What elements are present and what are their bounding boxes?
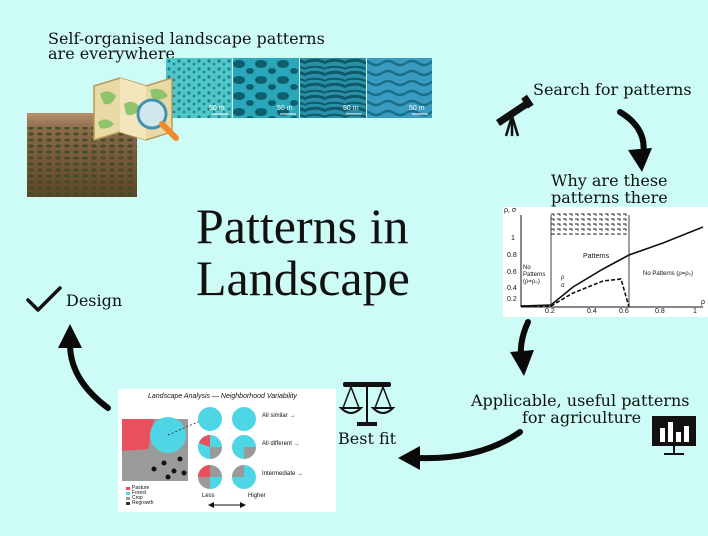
plot-region-mid: Patterns bbox=[583, 253, 610, 260]
bar-chart-icon bbox=[652, 416, 696, 455]
title-line-1: Patterns in bbox=[196, 198, 409, 254]
analysis-label-3: Intermediate → bbox=[262, 471, 304, 477]
design-label: Design bbox=[66, 291, 123, 310]
plot-y-tick-2: 0.8 bbox=[507, 252, 517, 259]
analysis-title: Landscape Analysis — Neighborhood Variab… bbox=[148, 393, 297, 400]
phase-plot-svg bbox=[520, 211, 704, 308]
scales-icon bbox=[338, 382, 396, 426]
aerial-photo-strip: 50 m 50 m 50 m 50 m bbox=[166, 58, 432, 118]
checkmark-icon bbox=[26, 286, 62, 312]
applicable-label-line-2: for agriculture bbox=[522, 408, 642, 427]
analysis-label-2: All different → bbox=[262, 441, 300, 447]
selforg-text-line-2: are everywhere bbox=[48, 44, 175, 63]
analysis-legend-3: Crop bbox=[132, 495, 143, 501]
plot-region-left: No Patterns (ρ=ρ₀) bbox=[523, 265, 546, 285]
phase-plot: ρ, σ ρ 1 0.8 0.6 0.4 0.2 0.2 0.4 0.6 0.8… bbox=[503, 207, 708, 317]
plot-x-tick-5: 1 bbox=[693, 308, 697, 315]
analysis-legend-1: Pasture bbox=[132, 485, 150, 491]
search-label: Search for patterns bbox=[533, 80, 692, 99]
telescope-icon bbox=[496, 94, 534, 137]
plot-y-axis-label: ρ, σ bbox=[504, 207, 517, 214]
plot-y-tick-4: 0.4 bbox=[507, 285, 517, 292]
scale-label-2: 50 m bbox=[277, 105, 293, 112]
map-magnifier-icon bbox=[93, 76, 179, 142]
title-line-2: Landscape bbox=[196, 250, 410, 306]
best-fit-label: Best fit bbox=[338, 429, 397, 448]
applicable-label-line-1: Applicable, useful patterns bbox=[471, 391, 690, 410]
scale-label-4: 50 m bbox=[409, 105, 425, 112]
analysis-label-1: All similar → bbox=[262, 413, 296, 419]
analysis-svg bbox=[122, 407, 256, 508]
scale-label-1: 50 m bbox=[209, 105, 225, 112]
selforg-text-line-1: Self-organised landscape patterns bbox=[48, 29, 325, 48]
aerial-photos bbox=[166, 58, 432, 118]
plot-legend-2: σ bbox=[561, 283, 565, 289]
plot-x-tick-1: 0.2 bbox=[545, 308, 555, 315]
plot-legend-1: ρ bbox=[561, 275, 565, 281]
analysis-legend-4: Regrowth bbox=[132, 500, 154, 506]
scale-label-3: 50 m bbox=[343, 105, 359, 112]
analysis-axis-left: Less bbox=[202, 493, 215, 499]
why-label-line-1: Why are these bbox=[551, 171, 668, 190]
plot-x-tick-2: 0.4 bbox=[587, 308, 597, 315]
plot-region-right: No Patterns (ρ=ρ₀) bbox=[643, 271, 694, 277]
analysis-axis-right: Higher bbox=[248, 493, 266, 499]
plot-x-axis-label: ρ bbox=[701, 299, 705, 306]
why-label-line-2: patterns there bbox=[551, 188, 668, 207]
plot-y-tick-1: 1 bbox=[511, 235, 515, 242]
plot-y-tick-3: 0.6 bbox=[507, 269, 517, 276]
analysis-legend-2: Forest bbox=[132, 490, 147, 496]
plot-y-tick-5: 0.2 bbox=[507, 296, 517, 303]
plot-x-tick-3: 0.6 bbox=[619, 308, 629, 315]
plot-x-tick-4: 0.8 bbox=[655, 308, 665, 315]
landscape-analysis-figure: Landscape Analysis — Neighborhood Variab… bbox=[118, 389, 336, 512]
